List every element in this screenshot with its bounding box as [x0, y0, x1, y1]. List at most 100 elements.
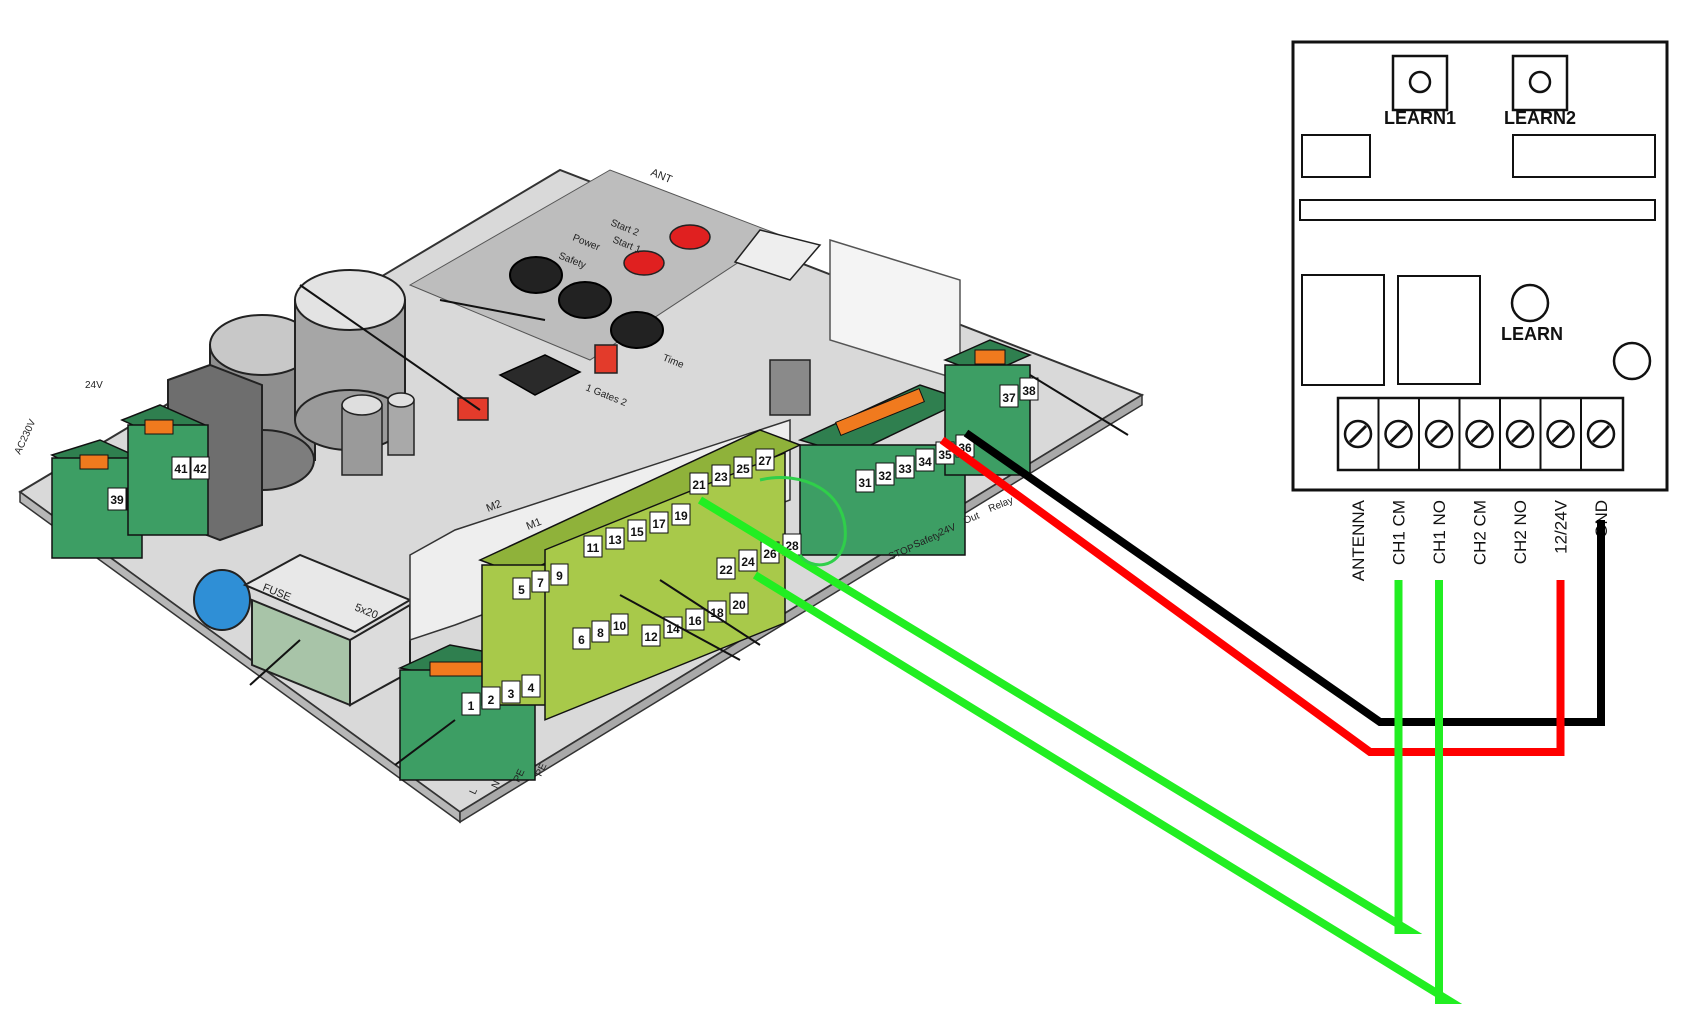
learn2-label: LEARN2 [1504, 108, 1576, 128]
board-terminal-32[interactable]: 32 [875, 462, 895, 486]
receiver-terminal-ch2-cm[interactable] [1465, 419, 1494, 449]
wire-red-12-24v [939, 436, 1565, 756]
pin-header [733, 229, 822, 281]
board-terminal-1[interactable]: 1 [461, 692, 481, 716]
receiver-terminal-antenna[interactable] [1343, 419, 1373, 449]
board-terminal-4[interactable]: 4 [521, 674, 541, 698]
board-terminal-number: 12 [644, 630, 658, 644]
board-terminal-31[interactable]: 31 [855, 469, 875, 493]
board-terminal-33[interactable]: 33 [895, 455, 915, 479]
motor-label-m1: M1 [525, 516, 544, 533]
board-terminal-24[interactable]: 24 [738, 549, 758, 572]
board-terminal-number: 33 [898, 462, 912, 476]
board-terminal-number: 35 [938, 448, 952, 462]
board-terminal-20[interactable]: 20 [729, 592, 749, 615]
board-terminal-number: 3 [508, 687, 515, 701]
learn-button[interactable] [1510, 283, 1550, 323]
dip-switches [457, 224, 711, 421]
control-board: FUSE 5x20 Safety Power Time Start 2 Star… [13, 167, 1145, 824]
board-terminal-12[interactable]: 12 [641, 624, 661, 647]
wire-green-ch1-no [752, 571, 1463, 1004]
board-terminal-16[interactable]: 16 [685, 608, 705, 631]
board-terminal-25[interactable]: 25 [733, 456, 753, 479]
receiver-terminal-label: CH2 NO [1511, 500, 1530, 564]
board-terminal-19[interactable]: 19 [671, 503, 691, 526]
receiver-terminal-gnd[interactable] [1586, 419, 1616, 449]
receiver-terminal-label: CH2 CM [1471, 500, 1490, 565]
board-terminal-22[interactable]: 22 [716, 557, 736, 580]
bottom-terminal-label: N [490, 779, 503, 790]
board-terminal-number: 10 [613, 619, 627, 633]
supply-label-ac230v: AC230V [13, 418, 39, 457]
wire-green-ch1-cm [697, 496, 1423, 934]
microcontroller-chip [498, 354, 582, 396]
terminal-41: 41 [174, 462, 188, 476]
receiver-relay-1 [1301, 274, 1385, 386]
board-terminal-number: 6 [578, 633, 585, 647]
board-terminal-15[interactable]: 15 [627, 519, 647, 542]
receiver-strip [1299, 199, 1656, 221]
wires [697, 429, 1605, 1004]
board-terminal-27[interactable]: 27 [755, 448, 775, 471]
board-terminal-number: 23 [714, 470, 728, 484]
receiver-terminal-label: ANTENNA [1349, 499, 1368, 581]
board-terminal-10[interactable]: 10 [610, 613, 629, 636]
potentiometers [509, 256, 664, 349]
board-terminal-37[interactable]: 37 [999, 384, 1019, 408]
board-terminal-number: 17 [652, 517, 666, 531]
board-terminal-number: 13 [608, 533, 622, 547]
wire-black-gnd [963, 429, 1605, 726]
board-terminal-38[interactable]: 38 [1019, 377, 1039, 401]
pot-power [558, 281, 612, 319]
receiver-terminal-label: GND [1592, 500, 1611, 538]
board-terminal-18[interactable]: 18 [707, 600, 727, 623]
board-terminal-23[interactable]: 23 [711, 464, 731, 487]
receiver-component-b [1512, 134, 1656, 178]
terminal-42: 42 [193, 462, 207, 476]
learn2-button[interactable] [1511, 54, 1569, 112]
board-terminal-13[interactable]: 13 [605, 527, 625, 550]
bottom-terminal-label: L [468, 786, 481, 796]
receiver-terminal-ch1-no[interactable] [1424, 419, 1454, 449]
board-terminal-number: 20 [732, 598, 746, 612]
board-terminal-9[interactable]: 9 [550, 563, 569, 586]
board-terminal-11[interactable]: 11 [583, 535, 603, 558]
board-terminal-7[interactable]: 7 [531, 570, 550, 593]
receiver-terminal-label: CH1 NO [1430, 500, 1449, 564]
board-terminal-number: 25 [736, 462, 750, 476]
varistor [193, 569, 251, 631]
board-terminal-number: 8 [597, 626, 604, 640]
bottom-terminal-label: PE [512, 767, 528, 784]
board-terminal-number: 7 [537, 576, 544, 590]
fuse-holder: FUSE 5x20 [242, 553, 413, 707]
board-terminal-21[interactable]: 21 [689, 472, 709, 495]
receiver-terminal-ch2-no[interactable] [1505, 419, 1535, 449]
board-terminal-number: 31 [858, 476, 872, 490]
board-terminal-5[interactable]: 5 [512, 577, 531, 600]
board-terminal-17[interactable]: 17 [649, 511, 669, 534]
learn-label: LEARN [1501, 324, 1563, 344]
board-terminal-number: 24 [741, 555, 755, 569]
learn1-button[interactable] [1391, 54, 1449, 112]
receiver-relay-2 [1397, 275, 1481, 385]
learn1-label: LEARN1 [1384, 108, 1456, 128]
receiver-terminal-ch1-cm[interactable] [1384, 419, 1413, 449]
receiver-terminal-label: 12/24V [1552, 499, 1571, 554]
receiver-terminal-12-24v[interactable] [1546, 419, 1575, 449]
board-terminal-number: 4 [528, 681, 535, 695]
board-terminal-number: 19 [674, 509, 688, 523]
board-terminal-2[interactable]: 2 [481, 686, 501, 710]
board-terminal-34[interactable]: 34 [915, 448, 935, 472]
receiver-component-a [1301, 134, 1371, 178]
jumper-wire [759, 476, 847, 567]
board-terminal-number: 9 [556, 569, 563, 583]
board-terminal-6[interactable]: 6 [572, 627, 591, 650]
board-terminal-3[interactable]: 3 [501, 680, 521, 704]
board-terminal-number: 5 [518, 583, 525, 597]
board-terminal-8[interactable]: 8 [591, 620, 610, 643]
board-terminal-number: 37 [1002, 391, 1016, 405]
